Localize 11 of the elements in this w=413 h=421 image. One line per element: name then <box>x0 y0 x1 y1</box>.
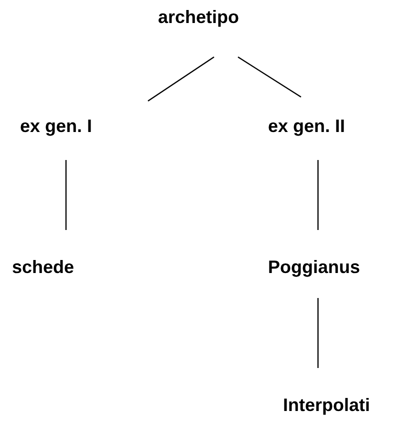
node-label: Interpolati <box>283 395 370 416</box>
connector-line <box>148 56 214 102</box>
node-label: schede <box>12 257 74 278</box>
connector-line <box>65 160 67 230</box>
node-label: archetipo <box>158 7 240 28</box>
connector-line <box>317 298 319 368</box>
node-label: ex gen. I <box>20 116 92 137</box>
node-label: ex gen. II <box>268 116 346 137</box>
node-label: Poggianus <box>268 257 360 278</box>
connector-line <box>238 56 302 98</box>
connector-line <box>317 160 319 230</box>
